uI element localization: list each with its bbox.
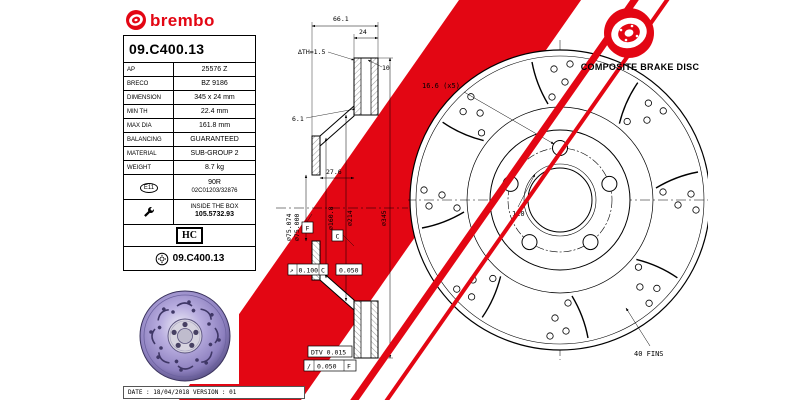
brembo-badge xyxy=(602,6,656,60)
approval-code: 90R xyxy=(208,178,221,186)
footer-text: DATE : 18/04/2018 VERSION : 01 xyxy=(128,389,237,396)
approval-value: 90R 02C01203/32876 xyxy=(174,175,255,199)
dim-total-width: 66.1 xyxy=(333,15,349,23)
flatness-symbol: / xyxy=(307,363,311,371)
spec-table: AP 25576 Z BRECO BZ 9186 DIMENSION 345 x… xyxy=(123,63,256,271)
runout-symbol: ↗ xyxy=(290,267,294,275)
spec-value: 161.8 mm xyxy=(198,122,231,129)
spec-label: MAX DIA xyxy=(124,119,174,132)
dim-offset: 27.6 xyxy=(326,168,342,176)
runout-datum: C xyxy=(321,267,325,275)
runout-value: 0.100 xyxy=(299,267,319,275)
spec-label: WEIGHT xyxy=(124,161,174,174)
datum-c-box: C xyxy=(336,233,340,241)
boxed-part-number: 09.C400.13 xyxy=(172,253,225,264)
spec-row-balancing: BALANCING GUARANTEED xyxy=(124,133,255,147)
spec-row-boxed-pn: 09.C400.13 xyxy=(124,247,255,270)
e11-badge: E11 xyxy=(139,182,159,193)
part-number: 09.C400.13 xyxy=(123,35,256,63)
wrench-cell xyxy=(124,200,174,224)
spec-label: BRECO xyxy=(124,77,174,90)
spec-row-approval: E11 90R 02C01203/32876 xyxy=(124,175,255,200)
spec-value: 25576 Z xyxy=(201,66,228,73)
dim-inner-dia: ⌀214 xyxy=(346,210,354,226)
front-view-drawing: 16.6 (x5) 120 40 FINS xyxy=(408,40,708,360)
spec-row-max-dia: MAX DIA 161.8 mm xyxy=(124,119,255,133)
spec-label: MIN TH xyxy=(124,105,174,118)
spec-row-material: MATERIAL SUB-GROUP 2 xyxy=(124,147,255,161)
in-the-box-code: 105.5732.93 xyxy=(195,211,234,219)
approval-number: 02C01203/32876 xyxy=(191,187,238,194)
wrench-icon xyxy=(144,206,154,217)
dim-bore-max: ⌀75.074 xyxy=(285,214,293,241)
in-the-box-value: INSIDE THE BOX 105.5732.93 xyxy=(174,200,255,224)
hc-mark: HC xyxy=(176,227,203,244)
spec-label: AP xyxy=(124,63,174,76)
in-the-box-label: INSIDE THE BOX xyxy=(190,203,239,210)
coated-disc-image xyxy=(139,290,231,382)
spec-value: GUARANTEED xyxy=(190,136,239,143)
e11-cell: E11 xyxy=(124,175,174,199)
spec-panel: brembo 09.C400.13 AP 25576 Z BRECO BZ 91… xyxy=(123,6,256,271)
dim-flange-dia: ⌀160.8 xyxy=(327,206,335,230)
section-upper-half xyxy=(311,57,379,176)
parallelism-value: 0.050 xyxy=(339,267,359,275)
dim-bore-min: ⌀75.000 xyxy=(293,214,301,241)
dim-fins: 40 FINS xyxy=(634,350,664,358)
composite-brake-disc-caption: COMPOSITE BRAKE DISC xyxy=(580,62,700,72)
dim-plate-thickness: 6.1 xyxy=(292,115,304,123)
disc-icon xyxy=(155,252,168,265)
bolt-holes xyxy=(502,140,618,251)
dim-hole-diameter: 16.6 (x5) xyxy=(422,82,460,90)
dim-band-thickness: 24 xyxy=(359,28,367,36)
center-bore xyxy=(527,167,593,233)
spec-label: MATERIAL xyxy=(124,147,174,160)
drill-slot-sector xyxy=(655,171,700,214)
brembo-logo: brembo xyxy=(123,6,256,35)
spec-value: 22.4 mm xyxy=(200,108,229,115)
spec-label: BALANCING xyxy=(124,133,174,146)
brembo-badge-icon xyxy=(604,8,654,58)
spec-row-dimension: DIMENSION 345 x 24 mm xyxy=(124,91,255,105)
brembo-disc-icon xyxy=(126,10,146,30)
dim-min-wear: ∆TH=1.5 xyxy=(297,48,325,56)
spec-row-hc: HC xyxy=(124,225,255,247)
spec-row-breco: BRECO BZ 9186 xyxy=(124,77,255,91)
dtv-value: DTV 0.015 xyxy=(311,349,346,357)
spec-label: DIMENSION xyxy=(124,91,174,104)
datum-f-box: F xyxy=(306,225,310,233)
spec-value: BZ 9186 xyxy=(201,80,228,87)
spec-value: SUB-GROUP 2 xyxy=(190,150,239,157)
product-photo xyxy=(131,288,239,384)
flatness-datum: F xyxy=(347,363,351,371)
spec-value: 8.7 kg xyxy=(204,164,225,171)
spec-row-min-th: MIN TH 22.4 mm xyxy=(124,105,255,119)
dim-outer-dia: ⌀345 xyxy=(380,210,388,226)
footer: DATE : 18/04/2018 VERSION : 01 xyxy=(123,386,305,399)
spec-row-in-the-box: INSIDE THE BOX 105.5732.93 xyxy=(124,200,255,225)
flatness-value: 0.050 xyxy=(317,363,337,371)
spec-value: 345 x 24 mm xyxy=(194,94,235,101)
dim-vent-width: 10 xyxy=(382,64,390,72)
cross-section-drawing: 66.1 24 ∆TH=1.5 10 6.1 27.6 ⌀75.074 ⌀75.… xyxy=(276,15,408,372)
spec-row-ap: AP 25576 Z xyxy=(124,63,255,77)
brembo-logo-text: brembo xyxy=(150,10,215,30)
spec-row-weight: WEIGHT 8.7 kg xyxy=(124,161,255,175)
